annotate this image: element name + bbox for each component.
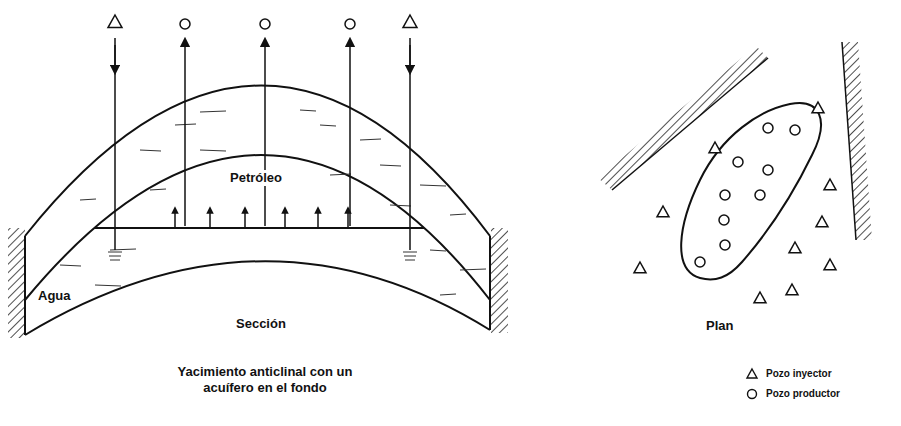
injector-symbol — [709, 142, 721, 153]
producer-symbol — [719, 215, 729, 225]
producer-symbol — [763, 165, 773, 175]
rock-texture — [60, 110, 486, 295]
producer-symbol — [733, 157, 743, 167]
plan-wells — [634, 102, 836, 303]
producer-symbol — [748, 390, 757, 399]
injector-symbol — [789, 242, 801, 253]
producer-symbol — [763, 123, 773, 133]
producer-symbol — [180, 19, 190, 29]
producer-symbol — [755, 190, 765, 200]
injector-symbol — [786, 284, 798, 295]
injector-symbol — [812, 102, 824, 113]
injector-symbol — [816, 216, 828, 227]
producer-symbol — [790, 125, 800, 135]
rock-wall — [491, 228, 508, 333]
view-label: Plan — [706, 318, 733, 334]
anticline-layers — [25, 86, 490, 336]
injector-symbol — [754, 292, 766, 303]
injector-symbol — [403, 15, 417, 28]
rock-wall — [8, 228, 25, 338]
producer-symbol — [345, 19, 355, 29]
plan-boundary-hatch — [598, 46, 768, 190]
producer-symbol — [720, 190, 730, 200]
injector-symbol — [634, 262, 646, 273]
legend-text: Pozo inyector — [766, 368, 832, 380]
legend-text: Pozo productor — [766, 388, 840, 400]
view-label: Sección — [236, 316, 286, 332]
injector-symbol — [747, 369, 757, 378]
injector-symbol — [824, 259, 836, 270]
producer-symbol — [695, 257, 705, 267]
injector-symbol — [108, 15, 122, 28]
fluid-label: Petróleo — [228, 170, 284, 186]
wells — [108, 15, 417, 260]
oil-zone-outline — [681, 103, 821, 279]
injector-symbol — [824, 179, 836, 190]
plan-boundary-hatch — [842, 42, 872, 240]
caption-text: Yacimiento anticlinal con un acuífero en… — [160, 364, 370, 396]
injector-symbol — [657, 206, 669, 217]
producer-symbol — [260, 19, 270, 29]
legend-symbols — [747, 369, 757, 399]
fluid-label: Agua — [38, 288, 71, 304]
producer-symbol — [720, 240, 730, 250]
